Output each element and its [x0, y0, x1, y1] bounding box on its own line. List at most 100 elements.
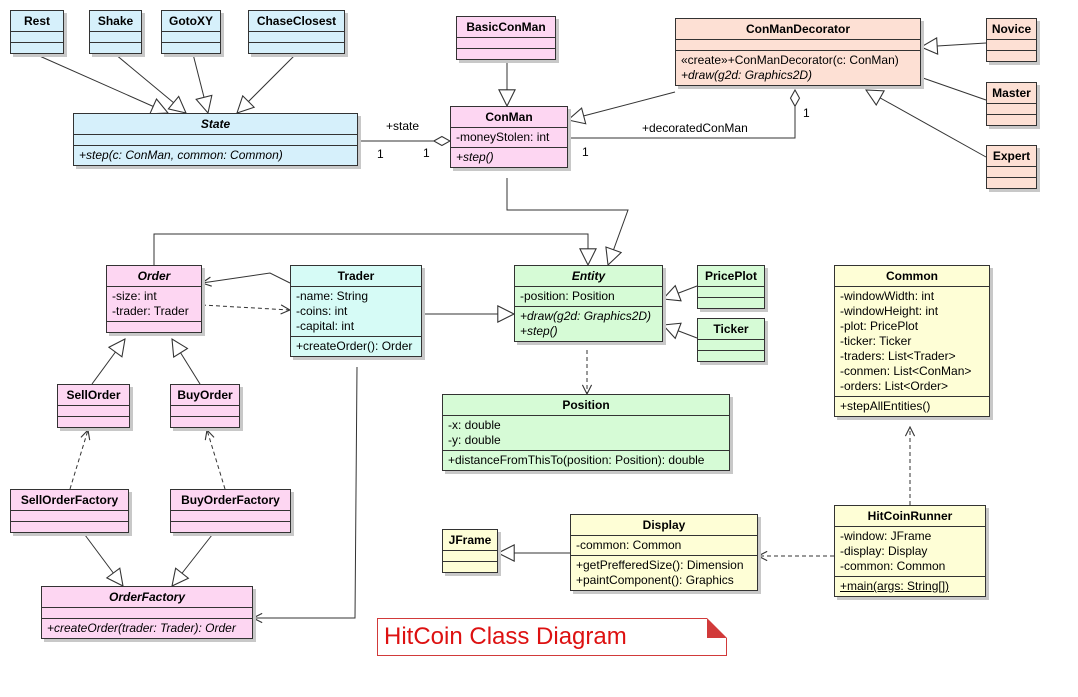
- operations: «create»+ConManDecorator(c: ConMan) +dra…: [676, 51, 920, 85]
- operations: +getPrefferedSize(): Dimension +paintCom…: [571, 556, 757, 590]
- assoc-trader-order: [202, 272, 291, 283]
- class-position[interactable]: Position -x: double -y: double +distance…: [442, 394, 730, 471]
- class-name: State: [74, 114, 357, 135]
- attributes: -x: double -y: double: [443, 416, 729, 451]
- attribute: -plot: PricePlot: [840, 319, 919, 333]
- operations: +draw(g2d: Graphics2D) +step(): [515, 307, 662, 341]
- attribute: -common: Common: [840, 559, 946, 573]
- operations: +createOrder(): Order: [291, 337, 421, 356]
- operation: +step(c: ConMan, common: Common): [79, 148, 283, 162]
- operations: +createOrder(trader: Trader): Order: [42, 619, 252, 638]
- attribute: -conmen: List<ConMan>: [840, 364, 972, 378]
- operation: +stepAllEntities(): [840, 399, 931, 413]
- class-name: Common: [835, 266, 989, 287]
- gen-sellfactory-orderfactory: [84, 534, 123, 586]
- class-name: ConManDecorator: [676, 19, 920, 40]
- gen-priceplot-entity: [663, 286, 698, 299]
- class-orderfactory[interactable]: OrderFactory +createOrder(trader: Trader…: [41, 586, 253, 639]
- class-gotoxy[interactable]: GotoXY: [161, 10, 221, 54]
- attribute: -window: JFrame: [840, 529, 932, 543]
- operation: +step(): [520, 324, 558, 338]
- class-conman[interactable]: ConMan -moneyStolen: int +step(): [450, 106, 568, 168]
- class-state[interactable]: State +step(c: ConMan, common: Common): [73, 113, 358, 166]
- operation: +main(args: String[]): [840, 579, 950, 593]
- gen-shake-state: [114, 53, 186, 113]
- operations: +distanceFromThisTo(position: Position):…: [443, 451, 729, 470]
- gen-novice-decorator: [921, 43, 987, 47]
- attribute: -trader: Trader: [112, 304, 189, 318]
- attributes: -size: int -trader: Trader: [107, 287, 201, 322]
- attribute: -windowHeight: int: [840, 304, 939, 318]
- class-display[interactable]: Display -common: Common +getPrefferedSiz…: [570, 514, 758, 591]
- class-jframe[interactable]: JFrame: [442, 529, 498, 573]
- class-basicconman[interactable]: BasicConMan: [456, 16, 556, 60]
- gen-buyorder-order: [172, 339, 201, 385]
- gen-expert-decorator: [866, 90, 987, 158]
- attribute: -coins: int: [296, 304, 348, 318]
- attribute: -orders: List<Order>: [840, 379, 949, 393]
- class-name: ChaseClosest: [249, 11, 344, 32]
- class-hitcoinrunner[interactable]: HitCoinRunner -window: JFrame -display: …: [834, 505, 986, 597]
- class-name: Expert: [987, 146, 1036, 167]
- class-shake[interactable]: Shake: [89, 10, 142, 54]
- class-novice[interactable]: Novice: [986, 18, 1037, 62]
- class-ticker[interactable]: Ticker: [697, 318, 765, 362]
- attributes: -window: JFrame -display: Display -commo…: [835, 527, 985, 577]
- class-entity[interactable]: Entity -position: Position +draw(g2d: Gr…: [514, 265, 663, 342]
- operation: +paintComponent(): Graphics: [576, 573, 734, 587]
- dep-sellfactory-sellorder: [69, 430, 88, 490]
- gen-sellorder-order: [91, 339, 125, 385]
- class-expert[interactable]: Expert: [986, 145, 1037, 189]
- class-trader[interactable]: Trader -name: String -coins: int -capita…: [290, 265, 422, 357]
- attributes: -moneyStolen: int: [451, 128, 567, 148]
- operations: +stepAllEntities(): [835, 397, 989, 416]
- class-priceplot[interactable]: PricePlot: [697, 265, 765, 309]
- class-order[interactable]: Order -size: int -trader: Trader: [106, 265, 202, 333]
- multiplicity-label: 1: [423, 146, 430, 160]
- role-label-state: +state: [386, 119, 420, 133]
- attributes: -name: String -coins: int -capital: int: [291, 287, 421, 337]
- multiplicity-label: 1: [582, 145, 589, 159]
- class-name: Position: [443, 395, 729, 416]
- class-name: Master: [987, 83, 1036, 104]
- attribute: -windowWidth: int: [840, 289, 935, 303]
- diagram-title-note: HitCoin Class Diagram: [377, 618, 727, 656]
- class-name: Rest: [11, 11, 63, 32]
- operation: +draw(g2d: Graphics2D): [681, 68, 813, 82]
- class-chaseclosest[interactable]: ChaseClosest: [248, 10, 345, 54]
- class-buyorderfactory[interactable]: BuyOrderFactory: [170, 489, 291, 533]
- multiplicity-label: 1: [377, 147, 384, 161]
- operation: +draw(g2d: Graphics2D): [520, 309, 652, 323]
- attribute: -capital: int: [296, 319, 355, 333]
- class-name: SellOrder: [58, 385, 129, 406]
- class-conmandecorator[interactable]: ConManDecorator «create»+ConManDecorator…: [675, 18, 921, 86]
- multiplicity-label: 1: [803, 106, 810, 120]
- class-rest[interactable]: Rest: [10, 10, 64, 54]
- class-name: Display: [571, 515, 757, 536]
- operation: +createOrder(trader: Trader): Order: [47, 621, 236, 635]
- class-name: Shake: [90, 11, 141, 32]
- class-common[interactable]: Common -windowWidth: int -windowHeight: …: [834, 265, 990, 417]
- dep-order-trader: [201, 305, 290, 310]
- diagram-title: HitCoin Class Diagram: [384, 623, 627, 650]
- attribute: -traders: List<Trader>: [840, 349, 956, 363]
- attribute: -x: double: [448, 418, 501, 432]
- class-name: GotoXY: [162, 11, 220, 32]
- operations: +step(c: ConMan, common: Common): [74, 146, 357, 165]
- gen-decorator-conman: [568, 91, 676, 120]
- class-master[interactable]: Master: [986, 82, 1037, 126]
- attribute: -display: Display: [840, 544, 928, 558]
- class-sellorderfactory[interactable]: SellOrderFactory: [10, 489, 129, 533]
- attributes: -common: Common: [571, 536, 757, 556]
- gen-conman-entity: [506, 178, 629, 265]
- operation: +distanceFromThisTo(position: Position):…: [448, 453, 705, 467]
- class-buyorder[interactable]: BuyOrder: [170, 384, 240, 428]
- class-name: PricePlot: [698, 266, 764, 287]
- attribute: -ticker: Ticker: [840, 334, 912, 348]
- attributes: -windowWidth: int -windowHeight: int -pl…: [835, 287, 989, 397]
- class-name: BuyOrderFactory: [171, 490, 290, 511]
- operations: +main(args: String[]): [835, 577, 985, 596]
- attribute: -position: Position: [520, 289, 615, 303]
- class-sellorder[interactable]: SellOrder: [57, 384, 130, 428]
- class-name: Entity: [515, 266, 662, 287]
